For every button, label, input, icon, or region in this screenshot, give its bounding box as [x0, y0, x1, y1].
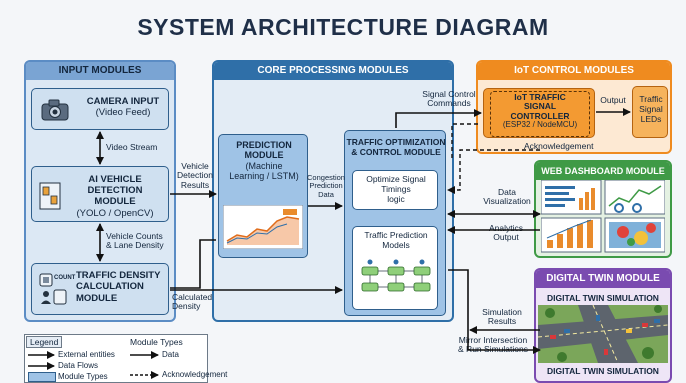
lstm-network-icon — [361, 259, 431, 292]
vehicle-detection-results-label: Vehicle Detection Results — [177, 161, 213, 190]
legend-external: External entities — [58, 350, 115, 359]
legend-module-swatch — [28, 372, 56, 382]
signal-control-label: Signal Control Commands — [422, 89, 476, 109]
legend-module-types: Module Types — [58, 372, 108, 381]
web-dashboard-header: WEB DASHBOARD MODULE — [536, 162, 670, 180]
mirror-intersection-label: Mirror Intersection & Run Simulations — [458, 335, 528, 355]
density-icon — [39, 273, 67, 305]
ai-detection-module: MODULE — [94, 196, 136, 208]
legend-data: Data — [162, 350, 179, 359]
prediction-module: MODULE — [244, 150, 284, 161]
page-title: SYSTEM ARCHITECTURE DIAGRAM — [137, 14, 549, 40]
traffic-density-module: MODULE — [76, 292, 118, 304]
acknowledgement-label: Acknowledgement — [524, 141, 594, 151]
calculated-density-label: Calculated Density — [172, 292, 213, 312]
vehicle-counts-label: Vehicle Counts & Lane Density — [106, 231, 164, 251]
leds-line2: Signal — [639, 103, 663, 114]
optimize-line1: Optimize Signal — [366, 174, 426, 184]
traffic-pred-line2: Models — [382, 239, 410, 250]
optimize-line3: logic — [387, 193, 405, 204]
prediction-chart-icon — [223, 205, 303, 249]
core-processing-header: CORE PROCESSING MODULES — [214, 62, 452, 80]
video-stream-label: Video Stream — [106, 142, 158, 152]
iot-controller-line1: IoT TRAFFIC — [514, 92, 566, 102]
detection-icon — [39, 182, 61, 210]
simulation-results-label: Simulation Results — [482, 307, 522, 327]
data-visualization-label: Data Visualization — [483, 187, 531, 207]
traffic-opt-title: TRAFFIC OPTIMIZATION — [346, 137, 446, 147]
intersection-simulation-icon — [538, 305, 668, 363]
traffic-opt-subtitle: & CONTROL MODULE — [351, 147, 441, 158]
traffic-prediction-models-box: Traffic Prediction Models — [352, 226, 438, 310]
legend-ack: Acknowledgement — [162, 370, 228, 379]
camera-icon — [41, 99, 69, 121]
optimize-line2: Timings — [381, 183, 411, 194]
input-modules-header: INPUT MODULES — [26, 62, 174, 80]
prediction-lstm: Learning / LSTM) — [229, 171, 299, 182]
legend-data-flows: Data Flows — [58, 361, 99, 370]
digital-twin-sim-top: DIGITAL TWIN SIMULATION — [547, 293, 659, 303]
camera-input-subtitle: (Video Feed) — [95, 106, 151, 118]
analytics-output-label: Analytics Output — [488, 223, 523, 243]
digital-twin-header: DIGITAL TWIN MODULE — [536, 270, 670, 288]
traffic-density-title: TRAFFIC DENSITY — [76, 270, 161, 281]
optimize-signal-box: Optimize Signal Timings logic — [352, 170, 438, 210]
camera-input-box: CAMERA INPUT (Video Feed) — [31, 88, 169, 130]
traffic-leds-box: Traffic Signal LEDs — [632, 86, 668, 138]
prediction-ml: (Machine — [245, 160, 283, 171]
iot-controller-box: IoT TRAFFIC SIGNAL CONTROLLER (ESP32 / N… — [483, 88, 595, 138]
count-icon-text: COUNT — [54, 275, 76, 281]
iot-controller-line4: (ESP32 / NodeMCU) — [502, 120, 578, 130]
ai-detection-title: AI VEHICLE DETECTION — [87, 174, 143, 197]
iot-control-header: IoT CONTROL MODULES — [478, 62, 670, 80]
iot-controller-line3: CONTROLLER — [510, 110, 570, 121]
traffic-density-calc: CALCULATION — [76, 281, 144, 293]
legend-module-types-title: Module Types — [130, 337, 183, 347]
congestion-prediction-label: Congestion Prediction Data — [307, 173, 345, 199]
leds-line1: Traffic — [639, 94, 663, 104]
leds-line3: LEDs — [640, 113, 662, 124]
camera-input-title: CAMERA INPUT — [86, 96, 160, 107]
output-label: Output — [600, 95, 626, 105]
legend-title: Legend — [26, 336, 63, 348]
traffic-density-box: COUNT TRAFFIC DENSITY CALCULATION MODULE — [31, 263, 169, 315]
iot-controller-line2: SIGNAL — [523, 101, 557, 112]
ai-detection-subtitle: (YOLO / OpenCV) — [76, 207, 154, 219]
dashboard-charts-icon — [541, 180, 665, 253]
prediction-title: PREDICTION — [236, 140, 292, 150]
ai-detection-box: AI VEHICLE DETECTION MODULE (YOLO / Open… — [31, 166, 169, 222]
traffic-pred-line1: Traffic Prediction — [364, 230, 428, 240]
prediction-module-box: PREDICTION MODULE (Machine Learning / LS… — [218, 134, 308, 258]
digital-twin-sim-bottom: DIGITAL TWIN SIMULATION — [547, 366, 659, 376]
